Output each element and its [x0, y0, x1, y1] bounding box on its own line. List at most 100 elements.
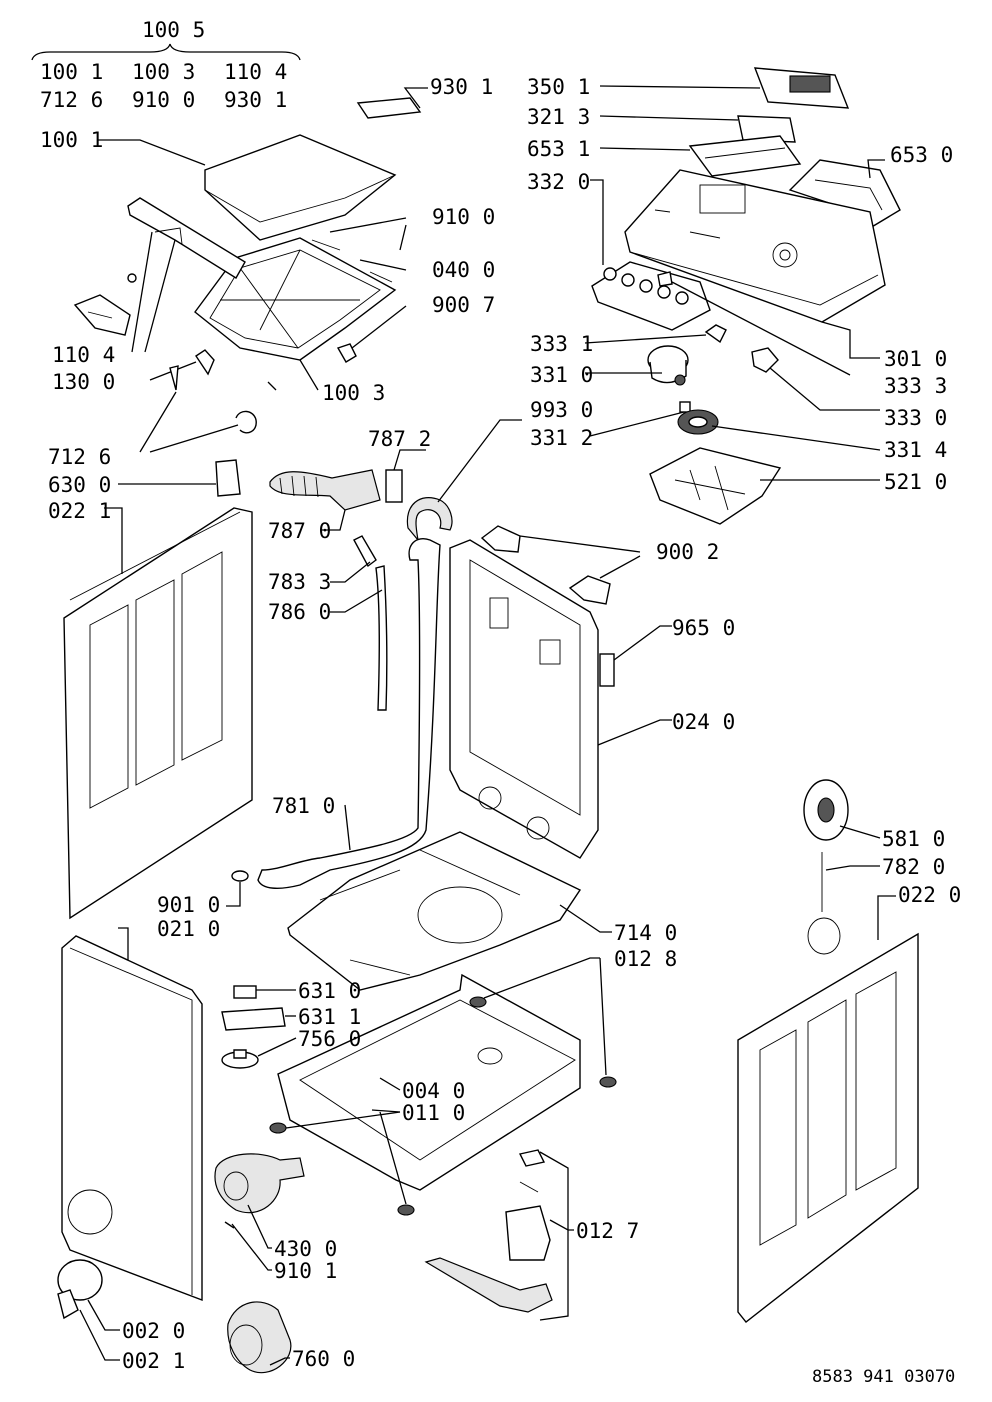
part-door-5810: [803, 779, 881, 841]
label-332-0: 332 0: [527, 170, 590, 194]
label-783-3: 783 3: [268, 570, 331, 594]
label-350-1: 350 1: [527, 75, 590, 99]
label-333-3: 333 3: [884, 374, 947, 398]
part-6300: [215, 459, 241, 497]
part-screw-9101: [224, 1221, 235, 1229]
part-hose-7870: [269, 469, 381, 531]
label-130-0: 130 0: [52, 370, 115, 394]
label-581-0: 581 0: [882, 827, 945, 851]
label-430-0: 430 0: [274, 1237, 337, 1261]
label-900-2: 900 2: [656, 540, 719, 564]
part-feet-0110: [269, 1111, 415, 1216]
label-002-0: 002 0: [122, 1319, 185, 1343]
label-002-1: 002 1: [122, 1349, 185, 1373]
part-small-button: [657, 271, 673, 287]
part-lid-strip: [356, 87, 428, 119]
part-hose-7860: [330, 565, 388, 711]
part-display-frame: [599, 115, 796, 143]
part-knob: [585, 345, 689, 386]
label-331-4: 331 4: [884, 438, 947, 462]
part-top-rail: [127, 197, 246, 279]
part-6310: [233, 985, 296, 999]
part-front-panel: [61, 927, 203, 1302]
part-7560: [221, 1037, 297, 1069]
part-console: [624, 169, 886, 359]
part-top-frame: [194, 237, 397, 361]
label-331-2: 331 2: [530, 426, 593, 450]
group-sub-3: 110 4: [224, 60, 287, 84]
label-022-0: 022 0: [898, 883, 961, 907]
footer-code: 8583 941 03070: [812, 1367, 955, 1387]
label-040-0: 040 0: [432, 258, 495, 282]
label-910-0: 910 0: [432, 205, 495, 229]
part-base-frame: [277, 973, 581, 1191]
label-782-0: 782 0: [882, 855, 945, 879]
label-756-0: 756 0: [298, 1027, 361, 1051]
label-910-1: 910 1: [274, 1259, 337, 1283]
label-965-0: 965 0: [672, 616, 735, 640]
part-pcb: [649, 447, 880, 525]
part-clip-3330: [751, 347, 880, 411]
label-653-0: 653 0: [890, 143, 953, 167]
labels: 930 1 100 1 910 0 040 0 900 7 110 4 130 …: [40, 75, 961, 1373]
label-331-0: 331 0: [530, 363, 593, 387]
part-9650: [599, 625, 672, 687]
part-screw-a: [127, 273, 137, 283]
label-930-1: 930 1: [430, 75, 493, 99]
part-foot-9010: [226, 870, 249, 907]
part-hose-7810: [257, 538, 441, 889]
label-321-3: 321 3: [527, 105, 590, 129]
label-786-0: 786 0: [268, 600, 331, 624]
part-7872: [385, 449, 426, 503]
part-door-0020: [57, 1259, 120, 1361]
part-display: [599, 67, 850, 109]
label-712-6: 712 6: [48, 445, 111, 469]
part-side-panel-right: [737, 895, 919, 1323]
part-base-tray: [287, 831, 612, 991]
part-pin: [169, 365, 179, 391]
part-side-panel-left: [63, 507, 253, 920]
part-encoder-wheel: [677, 409, 881, 451]
label-333-1: 333 1: [530, 332, 593, 356]
label-993-0: 993 0: [530, 398, 593, 422]
label-900-7: 900 7: [432, 293, 495, 317]
lead-712-6: [139, 391, 239, 453]
label-901-0: 901 0: [157, 893, 220, 917]
lead-910-1: [231, 1223, 272, 1271]
group-label: 100 5: [142, 18, 205, 42]
part-nut-3312: [589, 401, 691, 437]
label-100-1: 100 1: [40, 128, 103, 152]
label-022-1: 022 1: [48, 499, 111, 523]
group-sub-4: 712 6: [40, 88, 103, 112]
part-rods: [311, 239, 393, 283]
part-rear-frame: [449, 539, 672, 859]
lead-100-3: [267, 359, 319, 391]
label-110-4: 110 4: [52, 343, 115, 367]
group-sub-6: 930 1: [224, 88, 287, 112]
label-787-0: 787 0: [268, 519, 331, 543]
lead-110-4: [131, 231, 176, 353]
label-787-2: 787 2: [368, 427, 431, 451]
part-0127-group: [424, 1149, 574, 1321]
label-024-0: 024 0: [672, 710, 735, 734]
header-group: 100 5 100 1 100 3 110 4 712 6 910 0 930 …: [31, 18, 301, 112]
part-feet-0128: [469, 957, 617, 1088]
group-sub-5: 910 0: [132, 88, 195, 112]
label-714-0: 714 0: [614, 921, 677, 945]
label-630-0: 630 0: [48, 473, 111, 497]
part-clips-9002: [480, 525, 641, 605]
part-lid: [98, 134, 397, 241]
label-301-0: 301 0: [884, 347, 947, 371]
part-lock: [149, 349, 215, 381]
lead-910-0: [329, 217, 407, 251]
group-sub-2: 100 3: [132, 60, 195, 84]
lead-333-3: [671, 281, 851, 376]
label-021-0: 021 0: [157, 917, 220, 941]
label-521-0: 521 0: [884, 470, 947, 494]
part-clip-3331: [584, 324, 727, 344]
part-clip-9007: [336, 305, 407, 363]
part-hose-9930: [406, 419, 522, 543]
part-valve-7833: [330, 535, 377, 583]
label-011-0: 011 0: [402, 1101, 465, 1125]
